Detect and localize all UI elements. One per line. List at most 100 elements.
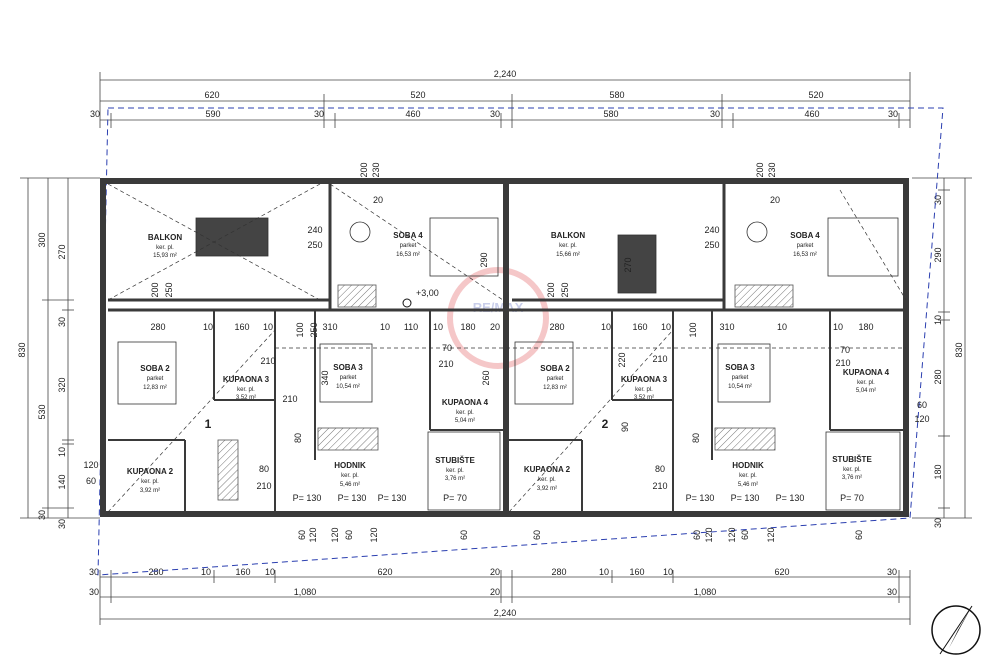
dim-label: 180 [460,322,475,332]
dim-label: 60 [459,530,469,540]
room-finish: parket [547,376,564,382]
room-finish: ker. pl. [559,243,577,249]
dim-label: 110 [404,322,418,332]
dim-label: 120 [369,527,379,542]
dim-label: P= 130 [338,493,367,503]
dim-label: 10 [57,447,67,457]
dim-label: 160 [235,567,250,577]
dim-label: 210 [260,356,275,366]
room-area: 15,93 m² [153,253,177,259]
level-marker: +3,00 [402,288,439,308]
room-area: 3,92 m² [537,486,557,492]
room-finish: ker. pl. [843,467,861,473]
room-finish: ker. pl. [446,468,464,474]
dim-label: P= 130 [378,493,407,503]
room-area: 3,76 m² [842,475,862,481]
dim-label: 310 [322,322,337,332]
bed-icon [117,341,177,405]
dim-label: 1,080 [694,587,717,597]
watermark-text: RE/MAX [473,300,524,315]
dim-label: P= 70 [443,493,467,503]
dim-label: 10 [599,567,609,577]
room-area: 5,46 m² [340,482,360,488]
bed-icon [429,217,499,277]
room-area: 15,66 m² [556,252,580,258]
room-area: 3,92 m² [140,488,160,494]
inner-dimension-labels: 280 10 160 10 310 10 110 10 180 20 280 1… [83,195,929,503]
armchair-icon [746,221,768,243]
dim-label: 290 [933,247,943,262]
dim-label: 60 [86,476,96,486]
room-name: STUBIŠTE [832,455,872,464]
dim-label: 60 [692,530,702,540]
dim-label: 620 [774,567,789,577]
room-area: 16,53 m² [793,252,817,258]
dim-label: 80 [259,464,269,474]
dim-label: 60 [917,400,927,410]
dim-label: 20 [490,587,500,597]
dim-label: 30 [89,587,99,597]
dim-label: 830 [17,342,27,357]
dim-label: P= 130 [686,493,715,503]
dim-label: 30 [887,567,897,577]
dimension-labels-left: 830 300 530 30 270 30 320 10 140 30 [17,232,67,529]
dim-label: 120 [308,527,318,542]
room-name: KUPAONA 4 [442,398,489,407]
unit-number: 1 [205,417,212,431]
dim-label: 270 [623,257,633,272]
dim-label: 120 [727,527,737,542]
room-finish: parket [400,243,417,249]
dim-label: 140 [57,474,67,489]
dim-label: 210 [256,481,271,491]
dim-label: 80 [293,433,303,443]
room-name: SOBA 3 [333,363,363,372]
bed-icon [717,343,771,403]
dim-label: 30 [37,510,47,520]
dim-label: 160 [234,322,249,332]
dim-label: 460 [405,109,420,119]
dim-label: 120 [330,527,340,542]
dim-label: 280 [551,567,566,577]
dim-label: 30 [887,587,897,597]
dim-label: 240 [307,225,322,235]
dim-label: 20 [490,567,500,577]
dim-label: 30 [57,519,67,529]
dim-label: 10 [933,315,943,325]
dimension-labels-top: 2,240 620 520 580 520 30 590 30 460 30 5… [90,69,898,119]
dim-label: 270 [57,244,67,259]
dim-label: P= 130 [731,493,760,503]
dim-label: 280 [933,369,943,384]
level-label: +3,00 [416,288,439,298]
room-area: 3,52 m² [634,395,654,401]
dim-label: 160 [629,567,644,577]
dim-label: 250 [164,282,174,297]
north-arrow-icon [931,605,981,655]
dim-label: 210 [652,354,667,364]
dim-label: 70 [442,343,452,353]
room-area: 5,04 m² [856,388,876,394]
dim-label: 250 [560,282,570,297]
window-dimension-labels: 60 120 120 60 120 60 60 60 120 120 60 12… [297,527,864,542]
dim-label: 70 [840,345,850,355]
dim-label: 20 [770,195,780,205]
dim-label: 200 [359,162,369,177]
room-area: 10,54 m² [336,384,360,390]
dim-label: 10 [661,322,671,332]
dim-label: 200 [546,282,556,297]
dim-label: 100 [295,322,305,337]
dim-label: 30 [89,567,99,577]
dim-label: 1,080 [294,587,317,597]
dim-label: P= 70 [840,493,864,503]
dim-label: 590 [205,109,220,119]
room-name: BALKON [148,233,182,242]
dim-label: 10 [263,322,273,332]
room-finish: ker. pl. [341,473,359,479]
room-finish: parket [732,375,749,381]
dim-label: 460 [804,109,819,119]
dim-label: 210 [835,358,850,368]
dim-label: 30 [57,317,67,327]
dim-label: 340 [320,370,330,385]
dim-label: 230 [767,162,777,177]
room-area: 12,83 m² [143,385,167,391]
hatched-elements [217,284,794,501]
